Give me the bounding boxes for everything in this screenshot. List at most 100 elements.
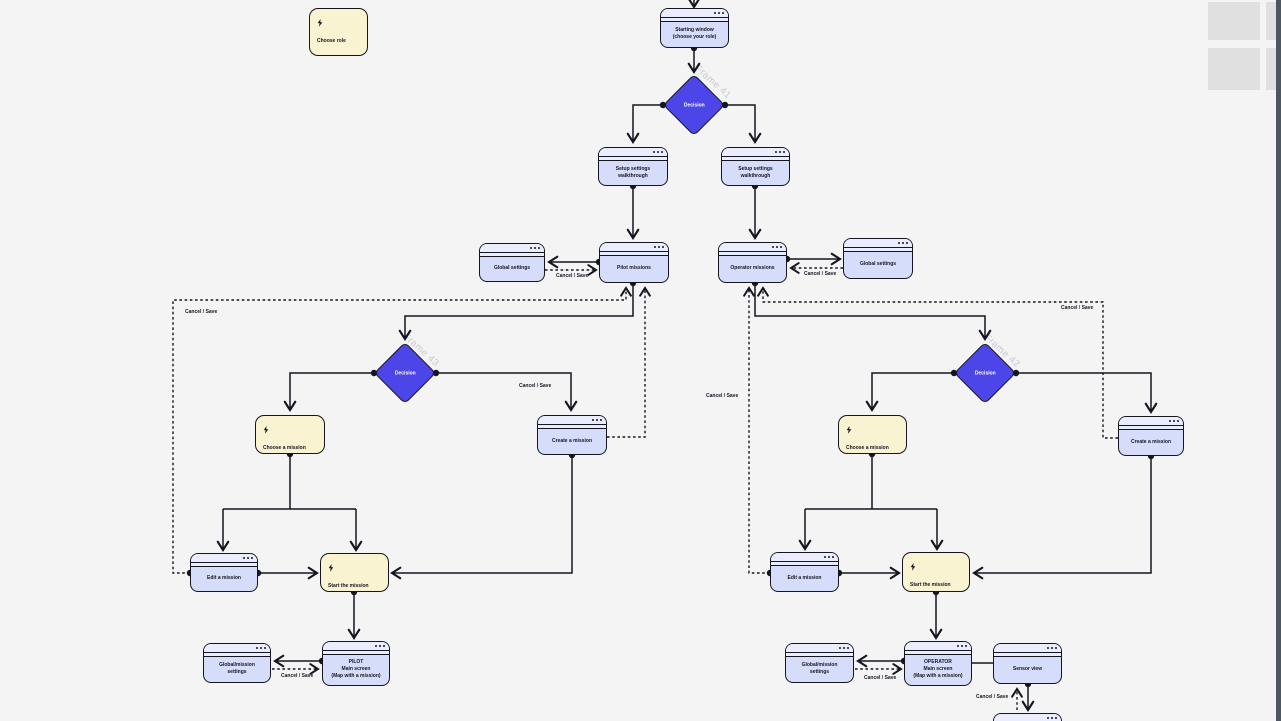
lightning-icon xyxy=(846,421,852,439)
node-label: Setup settings walkthrough xyxy=(738,165,773,179)
window-controls-icon xyxy=(774,150,785,154)
window-controls-icon xyxy=(823,555,834,559)
window-titlebar xyxy=(599,148,667,157)
dashed-connectors xyxy=(172,262,1118,710)
lightning-icon xyxy=(910,558,916,576)
window-controls-icon xyxy=(591,418,602,422)
lightning-icon xyxy=(317,14,323,32)
edge-label-cancel-save: Cancel / Save xyxy=(976,694,1009,700)
thumbnail-placeholder[interactable] xyxy=(1208,2,1260,40)
node-label: Starting window (choose your role) xyxy=(672,27,717,41)
right-panel-edge xyxy=(1276,0,1281,721)
window-controls-icon xyxy=(897,241,908,245)
window-titlebar xyxy=(600,243,668,252)
node-label: Operator missions xyxy=(730,265,775,272)
window-titlebar xyxy=(204,644,270,653)
window-titlebar xyxy=(538,416,606,425)
node-label: Setup settings walkthrough xyxy=(615,165,651,179)
lightning-icon xyxy=(263,421,269,439)
window-titlebar xyxy=(661,9,728,18)
window-titlebar xyxy=(786,644,853,653)
node-label: Choose a mission xyxy=(846,445,889,451)
window-controls-icon xyxy=(771,245,782,249)
node-pilot-missions[interactable]: Pilot missions xyxy=(599,242,669,283)
node-edit-mission-operator[interactable]: Edit a mission xyxy=(770,552,839,592)
node-setup-walkthrough-operator[interactable]: Setup settings walkthrough xyxy=(721,147,790,186)
node-create-mission-operator[interactable]: Create a mission xyxy=(1118,416,1184,456)
node-label: Create a mission xyxy=(1130,438,1172,445)
node-label: Choose role xyxy=(317,38,346,44)
window-titlebar xyxy=(771,553,838,562)
node-global-mission-settings-operator[interactable]: Global/mission settings xyxy=(785,643,854,683)
node-label: PILOT Main screen (Map with a mission) xyxy=(331,658,381,680)
window-titlebar xyxy=(719,243,786,252)
edge-label-cancel-save: Cancel / Save xyxy=(864,675,897,681)
edge-label-cancel-save: Cancel / Save xyxy=(706,393,739,399)
window-titlebar xyxy=(323,642,389,651)
node-label: Global settings xyxy=(859,261,897,268)
node-choose-role[interactable]: Choose role xyxy=(309,8,368,56)
window-titlebar xyxy=(1119,417,1183,426)
thumbnail-placeholder[interactable] xyxy=(1266,48,1277,90)
edge-label-cancel-save: Cancel / Save xyxy=(281,673,314,679)
node-pilot-main-screen[interactable]: PILOT Main screen (Map with a mission) xyxy=(322,641,390,686)
solid-connectors xyxy=(216,0,1158,712)
node-start-mission-operator[interactable]: Start the mission xyxy=(902,552,970,592)
node-label: OPERATOR Main screen (Map with a mission… xyxy=(913,658,963,680)
node-start-mission-pilot[interactable]: Start the mission xyxy=(320,553,389,592)
node-label: Choose a mission xyxy=(263,445,306,451)
node-label: Decision xyxy=(974,370,996,376)
edge-label-cancel-save: Cancel / Save xyxy=(519,383,552,389)
window-controls-icon xyxy=(255,646,266,650)
node-edit-mission-pilot[interactable]: Edit a mission xyxy=(190,553,258,592)
edge-label-cancel-save: Cancel / Save xyxy=(1061,305,1094,311)
window-controls-icon xyxy=(838,646,849,650)
window-controls-icon xyxy=(1046,716,1057,720)
window-controls-icon xyxy=(242,556,253,560)
node-label: Global/mission settings xyxy=(219,662,255,676)
window-titlebar xyxy=(191,554,257,563)
node-label: Decision xyxy=(683,102,705,108)
node-label: Create a mission xyxy=(551,437,593,444)
window-controls-icon xyxy=(652,150,663,154)
node-label: Edit a mission xyxy=(787,574,822,581)
node-global-settings-operator[interactable]: Global settings xyxy=(843,238,913,279)
node-create-mission-pilot[interactable]: Create a mission xyxy=(537,415,607,455)
window-controls-icon xyxy=(529,246,540,250)
node-label: Pilot missions xyxy=(617,265,651,272)
node-global-settings-pilot[interactable]: Global settings xyxy=(479,243,545,282)
window-controls-icon xyxy=(1046,646,1057,650)
window-titlebar xyxy=(844,239,912,248)
lightning-icon xyxy=(328,559,334,577)
thumbnail-placeholder[interactable] xyxy=(1208,48,1260,90)
window-controls-icon xyxy=(713,11,724,15)
edge-label-cancel-save: Cancel / Save xyxy=(556,273,589,279)
node-choose-mission-pilot[interactable]: Choose a mission xyxy=(255,415,325,454)
window-controls-icon xyxy=(374,644,385,648)
window-controls-icon xyxy=(956,644,967,648)
window-titlebar xyxy=(722,148,789,157)
node-label: Global settings xyxy=(493,265,531,272)
node-starting-window[interactable]: Starting window (choose your role) xyxy=(660,8,729,48)
node-label: Start the mission xyxy=(328,583,369,589)
window-controls-icon xyxy=(1168,419,1179,423)
node-operator-missions[interactable]: Operator missions xyxy=(718,242,787,283)
edge-label-cancel-save: Cancel / Save xyxy=(804,271,837,277)
node-label: Edit a mission xyxy=(207,575,241,582)
node-label: Decision xyxy=(394,370,416,376)
node-label: Global/mission settings xyxy=(801,662,838,676)
node-operator-main-screen[interactable]: OPERATOR Main screen (Map with a mission… xyxy=(904,641,972,686)
window-titlebar xyxy=(994,644,1061,653)
thumbnail-placeholder[interactable] xyxy=(1266,2,1277,40)
node-choose-mission-operator[interactable]: Choose a mission xyxy=(838,415,907,454)
node-setup-walkthrough-pilot[interactable]: Setup settings walkthrough xyxy=(598,147,668,186)
node-window-partial[interactable] xyxy=(993,713,1062,721)
window-titlebar xyxy=(480,244,544,253)
edge-label-cancel-save: Cancel / Save xyxy=(185,309,218,315)
node-global-mission-settings-pilot[interactable]: Global/mission settings xyxy=(203,643,271,683)
window-controls-icon xyxy=(653,245,664,249)
node-label: Start the mission xyxy=(910,582,951,588)
node-sensor-view[interactable]: Sensor view xyxy=(993,643,1062,684)
